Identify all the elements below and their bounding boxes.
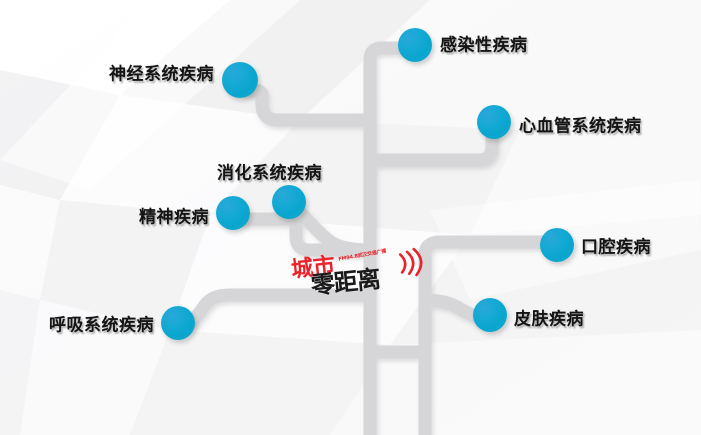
logo-bottom-text: 零距离 [309,264,382,300]
disease-node-respiratory[interactable] [161,306,195,340]
disease-node-oral[interactable] [540,228,574,262]
disease-node-infectious[interactable] [398,28,432,62]
disease-node-cardiovascular[interactable] [477,105,511,139]
disease-label-neurological: 神经系统疾病 [109,64,214,84]
disease-label-skin: 皮肤疾病 [514,309,584,329]
disease-node-mental[interactable] [216,196,250,230]
station-logo-watermark: 城市 FM94.8武汉交通广播 零距离 [289,238,433,302]
broadcast-waves-icon [398,247,423,277]
disease-label-infectious: 感染性疾病 [440,35,528,55]
disease-label-cardiovascular: 心血管系统疾病 [519,116,642,136]
disease-node-skin[interactable] [473,298,507,332]
disease-node-neurological[interactable] [222,62,258,98]
disease-label-digestive: 消化系统疾病 [217,163,322,183]
disease-label-mental: 精神疾病 [139,207,209,227]
disease-label-respiratory: 呼吸系统疾病 [49,315,154,335]
disease-label-oral: 口腔疾病 [581,237,651,257]
disease-node-digestive[interactable] [272,185,306,219]
